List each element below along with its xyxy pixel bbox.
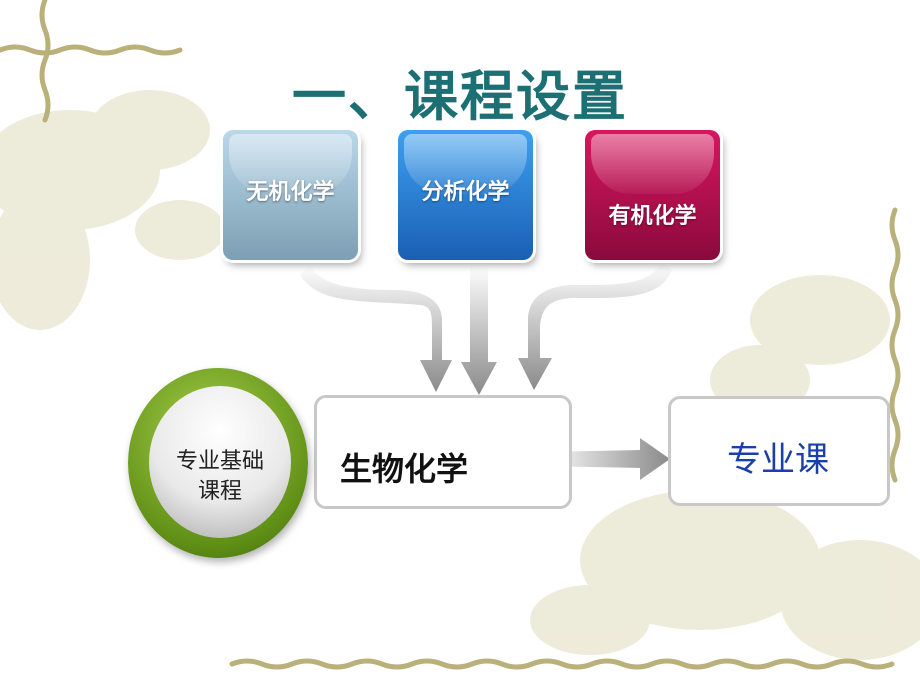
slide-title: 一、课程设置	[292, 65, 628, 128]
foundation-circle	[149, 386, 291, 538]
arrow-middle	[461, 265, 497, 395]
major-course-box	[668, 396, 890, 506]
foundation-label-line1: 专业基础	[175, 449, 264, 474]
course-label: 无机化学	[246, 180, 335, 205]
course-tile-organic: 有机化学	[585, 130, 720, 260]
arrow-to-major	[540, 438, 670, 480]
course-label: 分析化学	[421, 180, 510, 205]
major-course-label: 专业课	[727, 440, 829, 480]
arrow-left-curve	[300, 265, 452, 392]
course-label: 有机化学	[608, 204, 697, 229]
biochemistry-label: 生物化学	[340, 450, 469, 488]
foundation-label: 专业基础 课程	[149, 447, 291, 507]
course-tile-inorganic: 无机化学	[223, 130, 358, 260]
foundation-label-line2: 课程	[197, 479, 242, 504]
course-tile-analytical: 分析化学	[398, 130, 533, 260]
biochemistry-box	[314, 395, 572, 509]
arrow-right-curve	[518, 262, 672, 390]
